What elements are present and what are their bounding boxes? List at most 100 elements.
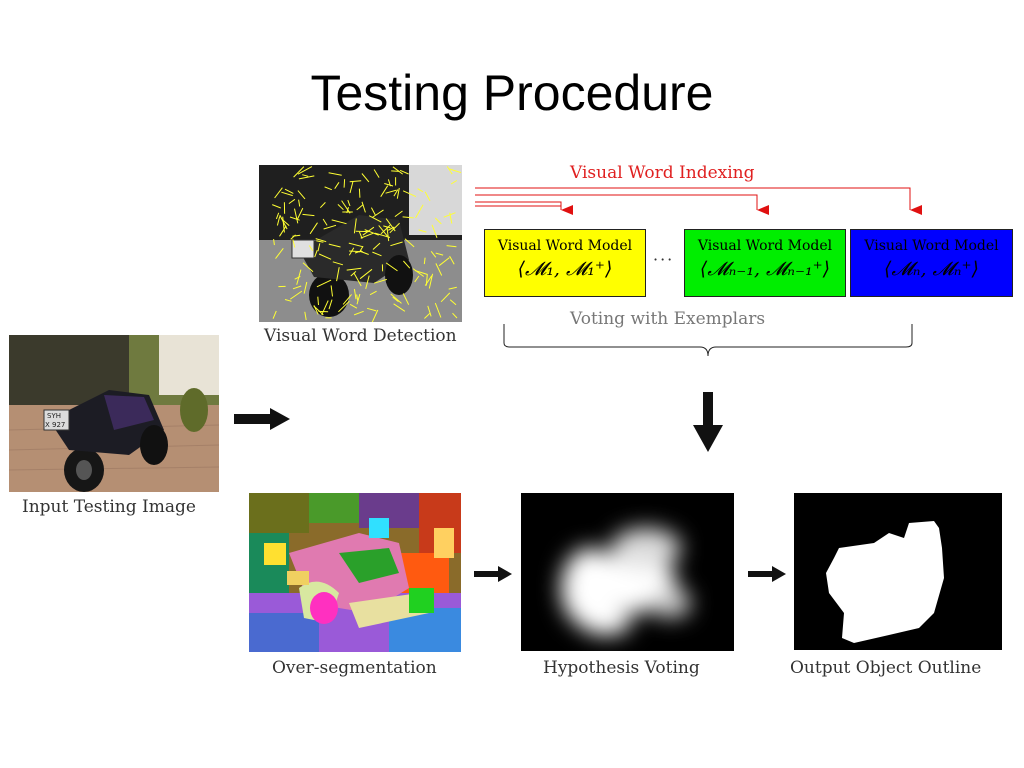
voting-brace	[503, 324, 913, 357]
feature-marker	[349, 303, 358, 309]
feature-marker	[314, 250, 318, 258]
feature-marker	[390, 241, 403, 247]
feature-marker	[290, 234, 296, 240]
feature-marker	[368, 215, 382, 223]
models-ellipsis: ···	[653, 250, 675, 269]
model-box-n: Visual Word Model ⟨𝓜ₙ, 𝓜ₙ⁺⟩	[850, 229, 1013, 297]
outline-image	[794, 493, 1002, 650]
voting-label: Voting with Exemplars	[570, 309, 766, 329]
feature-marker	[372, 251, 382, 257]
feature-marker	[390, 293, 402, 304]
feature-marker	[431, 224, 438, 238]
feature-marker	[353, 272, 362, 287]
feature-marker	[373, 278, 387, 284]
feature-marker	[384, 183, 394, 187]
feature-marker	[394, 210, 403, 218]
feature-marker	[304, 311, 307, 321]
feature-marker	[358, 231, 363, 239]
feature-marker	[404, 238, 415, 248]
feature-marker	[303, 281, 308, 294]
feature-marker	[293, 166, 305, 178]
feature-marker	[323, 224, 337, 230]
feature-marker	[346, 207, 349, 214]
feature-marker	[403, 260, 411, 269]
feature-marker	[434, 217, 442, 225]
feature-marker	[361, 173, 370, 183]
feature-marker	[438, 257, 450, 267]
feature-marker	[393, 303, 406, 312]
feature-marker	[448, 286, 457, 290]
feature-marker	[414, 275, 420, 283]
feature-marker	[360, 232, 374, 239]
caption-detection: Visual Word Detection	[264, 326, 457, 346]
feature-marker	[449, 255, 455, 265]
feature-marker	[316, 240, 324, 243]
feature-marker	[373, 169, 380, 178]
model-box-n-1: Visual Word Model ⟨𝓜ₙ₋₁, 𝓜ₙ₋₁⁺⟩	[684, 229, 846, 297]
model-1-formula: ⟨𝓜₁, 𝓜₁⁺⟩	[517, 258, 613, 280]
feature-marker	[391, 170, 400, 172]
feature-marker	[385, 189, 397, 194]
feature-marker	[297, 166, 313, 175]
feature-marker	[317, 243, 321, 252]
feature-marker	[399, 169, 409, 175]
feature-marker	[392, 166, 403, 175]
feature-marker	[337, 204, 344, 211]
feature-marker	[427, 305, 432, 317]
feature-marker	[302, 213, 315, 217]
feature-marker	[292, 285, 302, 290]
feature-marker	[275, 212, 280, 220]
feature-marker	[342, 294, 352, 305]
feature-marker	[418, 229, 427, 233]
voting-image	[521, 493, 734, 651]
feature-marker	[284, 188, 294, 194]
feature-marker	[349, 180, 362, 183]
feature-marker	[423, 257, 426, 265]
feature-marker	[309, 222, 318, 235]
feature-marker	[362, 226, 375, 236]
feature-marker	[272, 204, 281, 209]
feature-marker	[412, 268, 424, 277]
feature-marker	[424, 312, 431, 319]
feature-marker	[322, 218, 328, 226]
feature-marker	[336, 267, 340, 282]
feature-marker	[272, 310, 277, 319]
feature-marker	[349, 180, 354, 194]
caption-voting: Hypothesis Voting	[543, 658, 700, 678]
feature-marker	[343, 179, 346, 188]
model-n-title: Visual Word Model	[864, 238, 999, 254]
feature-marker	[356, 204, 364, 211]
feature-marker	[350, 271, 357, 277]
feature-marker	[338, 300, 350, 313]
model-1-title: Visual Word Model	[497, 238, 633, 254]
feature-marker	[296, 269, 302, 285]
feature-marker	[302, 174, 309, 177]
slide-title: Testing Procedure	[310, 65, 714, 121]
feature-marker	[402, 293, 410, 305]
feature-marker	[353, 288, 357, 300]
feature-marker	[289, 216, 300, 221]
feature-marker	[308, 245, 314, 251]
feature-marker	[392, 296, 399, 303]
feature-marker	[358, 188, 361, 198]
feature-marker	[353, 218, 357, 234]
model-n-formula: ⟨𝓜ₙ, 𝓜ₙ⁺⟩	[884, 258, 979, 280]
feature-marker	[290, 290, 303, 300]
indexing-label: Visual Word Indexing	[570, 163, 755, 183]
feature-marker	[348, 242, 364, 248]
feature-marker	[273, 239, 275, 246]
feature-marker	[428, 273, 434, 289]
feature-marker	[349, 250, 363, 253]
feature-marker	[324, 186, 332, 191]
feature-marker	[378, 225, 388, 237]
feature-marker	[402, 190, 417, 198]
feature-marker	[294, 208, 299, 224]
feature-marker	[374, 232, 391, 238]
feature-marker	[318, 253, 332, 260]
feature-marker	[450, 180, 458, 185]
feature-marker	[347, 199, 351, 207]
feature-marker	[424, 275, 433, 286]
feature-marker	[298, 175, 315, 180]
feature-marker	[331, 219, 347, 225]
